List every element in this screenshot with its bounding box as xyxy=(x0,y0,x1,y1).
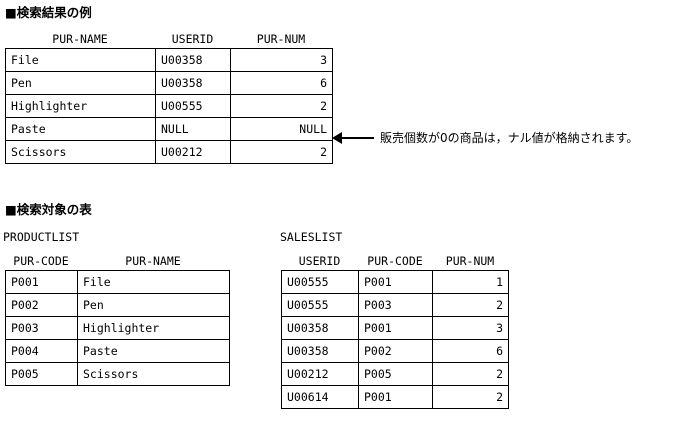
result-table: File U00358 3 Pen U00358 6 Highlighter U… xyxy=(5,48,333,164)
saleslist-table-name: SALESLIST xyxy=(280,230,343,244)
productlist-table: P001 File P002 Pen P003 Highlighter P004… xyxy=(5,270,230,386)
cell-pur-name: Highlighter xyxy=(77,316,230,340)
result-column-header-pur-name: PUR-NAME xyxy=(52,32,108,46)
null-row-annotation: 販売個数が0の商品は，ナル値が格納されます。 xyxy=(332,131,638,145)
cell-pur-code: P005 xyxy=(358,362,433,386)
table-row: P004 Paste xyxy=(5,339,230,363)
saleslist-column-header-userid: USERID xyxy=(298,254,341,268)
cell-pur-name: Scissors xyxy=(77,362,230,386)
table-row: Pen U00358 6 xyxy=(5,71,333,95)
cell-userid: U00555 xyxy=(281,293,359,317)
table-row: P001 File xyxy=(5,270,230,294)
table-row: U00212 P005 2 xyxy=(281,362,509,386)
cell-pur-name: File xyxy=(77,270,230,294)
result-column-header-userid: USERID xyxy=(171,32,214,46)
cell-pur-code: P004 xyxy=(5,339,78,363)
table-row: U00358 P001 3 xyxy=(281,316,509,340)
table-row: P005 Scissors xyxy=(5,362,230,386)
cell-pur-code: P001 xyxy=(358,316,433,340)
table-row: U00358 P002 6 xyxy=(281,339,509,363)
table-row: P002 Pen xyxy=(5,293,230,317)
cell-pur-num: NULL xyxy=(230,117,333,141)
cell-pur-code: P003 xyxy=(358,293,433,317)
cell-pur-code: P001 xyxy=(358,385,433,409)
cell-pur-code: P005 xyxy=(5,362,78,386)
cell-pur-name: Pen xyxy=(77,293,230,317)
cell-pur-num: 2 xyxy=(230,94,333,118)
cell-pur-num: 1 xyxy=(432,270,509,294)
cell-pur-code: P002 xyxy=(5,293,78,317)
cell-userid: U00614 xyxy=(281,385,359,409)
table-row: P003 Highlighter xyxy=(5,316,230,340)
productlist-column-headers: PUR-CODE PUR-NAME xyxy=(5,254,229,268)
table-row: File U00358 3 xyxy=(5,48,333,72)
cell-pur-num: 2 xyxy=(432,362,509,386)
cell-pur-num: 2 xyxy=(432,293,509,317)
cell-pur-num: 6 xyxy=(432,339,509,363)
cell-userid: U00358 xyxy=(155,48,231,72)
cell-pur-num: 3 xyxy=(230,48,333,72)
result-column-header-pur-num: PUR-NUM xyxy=(256,32,306,46)
cell-pur-num: 2 xyxy=(230,140,333,164)
cell-pur-name: File xyxy=(5,48,156,72)
productlist-table-name: PRODUCTLIST xyxy=(3,230,80,244)
cell-pur-code: P002 xyxy=(358,339,433,363)
cell-pur-name: Highlighter xyxy=(5,94,156,118)
cell-pur-num: 3 xyxy=(432,316,509,340)
null-row-annotation-text: 販売個数が0の商品は，ナル値が格納されます。 xyxy=(380,131,639,145)
cell-userid: U00212 xyxy=(155,140,231,164)
cell-userid: U00358 xyxy=(281,316,359,340)
table-row: Highlighter U00555 2 xyxy=(5,94,333,118)
cell-pur-code: P003 xyxy=(5,316,78,340)
cell-pur-code: P001 xyxy=(358,270,433,294)
cell-pur-name: Paste xyxy=(77,339,230,363)
cell-userid: U00555 xyxy=(155,94,231,118)
productlist-column-header-pur-name: PUR-NAME xyxy=(125,254,181,268)
table-row: U00555 P001 1 xyxy=(281,270,509,294)
cell-pur-num: 2 xyxy=(432,385,509,409)
left-arrow-icon xyxy=(332,132,374,144)
cell-pur-name: Scissors xyxy=(5,140,156,164)
cell-pur-code: P001 xyxy=(5,270,78,294)
cell-pur-num: 6 xyxy=(230,71,333,95)
saleslist-column-header-pur-num: PUR-NUM xyxy=(445,254,495,268)
table-row: Paste NULL NULL xyxy=(5,117,333,141)
cell-userid: U00212 xyxy=(281,362,359,386)
cell-userid: NULL xyxy=(155,117,231,141)
result-section-heading: ■検索結果の例 xyxy=(5,5,92,20)
cell-userid: U00358 xyxy=(155,71,231,95)
saleslist-column-header-pur-code: PUR-CODE xyxy=(367,254,423,268)
cell-userid: U00358 xyxy=(281,339,359,363)
cell-pur-name: Pen xyxy=(5,71,156,95)
result-table-column-headers: PUR-NAME USERID PUR-NUM xyxy=(5,32,332,46)
table-row: U00555 P003 2 xyxy=(281,293,509,317)
table-row: U00614 P001 2 xyxy=(281,385,509,409)
saleslist-table: U00555 P001 1 U00555 P003 2 U00358 P001 … xyxy=(281,270,509,409)
source-section-heading: ■検索対象の表 xyxy=(5,202,92,217)
saleslist-column-headers: USERID PUR-CODE PUR-NUM xyxy=(281,254,508,268)
table-row: Scissors U00212 2 xyxy=(5,140,333,164)
cell-pur-name: Paste xyxy=(5,117,156,141)
productlist-column-header-pur-code: PUR-CODE xyxy=(13,254,69,268)
cell-userid: U00555 xyxy=(281,270,359,294)
